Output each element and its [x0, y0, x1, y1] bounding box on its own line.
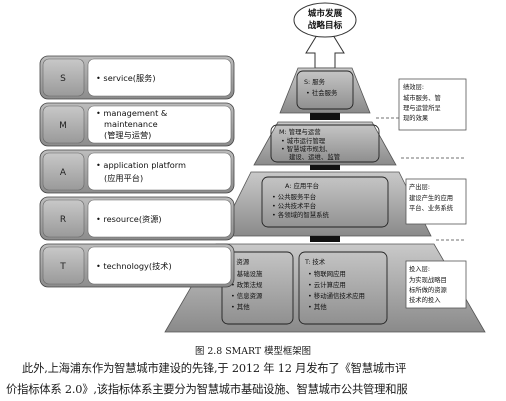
layer-m: M • management & maintenance (管理与运营): [39, 102, 235, 147]
body-text-line-1: 此外,上海浦东作为智慧城市建设的先锋,于 2012 年 12 月发布了《智慧城市…: [22, 362, 407, 375]
layer-letter: A: [60, 168, 67, 178]
layer-letter: R: [60, 215, 66, 225]
side-label-title: 产出层:: [409, 182, 430, 191]
figure-caption: 图 2.8 SMART 模型框架图: [194, 346, 312, 357]
side-label-line: 理与运营所呈: [403, 103, 441, 112]
layer-text-box: [87, 105, 232, 144]
side-label-title: 投入层:: [409, 264, 430, 273]
side-label-box-input: [405, 260, 467, 309]
side-label-line: 为实现战略目: [409, 275, 447, 284]
layer-text-box: [87, 58, 232, 97]
layer-letter-box: [42, 199, 85, 238]
side-label-title: 绩效层:: [403, 82, 424, 91]
side-label-box-output: [405, 178, 467, 225]
side-label-line: 建设产生的应用: [409, 193, 453, 202]
tier-m: [253, 121, 397, 166]
tier-t-box: [298, 251, 388, 325]
layer-text-box: [87, 246, 232, 285]
tier-m-title: M: 管理与运营: [279, 127, 321, 136]
tier-a: [218, 171, 432, 237]
connector-bar: [310, 236, 340, 242]
goal-ellipse: [293, 2, 357, 38]
tier-a-title: A: 应用平台: [285, 181, 319, 190]
tier-t-item: • 云计算应用: [308, 280, 346, 289]
tier-t-item: • 其他: [308, 302, 327, 311]
side-label-line: 现的效果: [403, 113, 429, 122]
tier-m-item: • 智慧城市规划、: [281, 144, 332, 153]
side-label-box-performance: [398, 78, 467, 131]
goal-line-2: 战略目标: [308, 19, 343, 31]
tier-s-title: S: 服务: [304, 77, 326, 86]
tier-r-item: • 基础设施: [231, 269, 263, 278]
layer-letter: S: [60, 74, 66, 84]
layer-a: A • application platform (应用平台): [39, 149, 235, 194]
tier-m-item: • 城市运行管理: [281, 136, 326, 145]
tier-m-box: [270, 124, 380, 163]
tier-a-item: • 各领域的智慧系统: [272, 210, 330, 219]
side-label-line: 技术的投入: [409, 295, 441, 304]
layer-text-box: [87, 152, 232, 191]
tier-s-item: • 社会服务: [306, 88, 338, 97]
layer-letter-box: [42, 105, 85, 144]
tier-s: [279, 67, 371, 114]
layer-letter-box: [42, 246, 85, 285]
tier-r-item: • 信息资源: [231, 291, 263, 300]
layer-text: • resource(资源): [96, 214, 162, 224]
tier-a-item: • 公共服务平台: [272, 192, 316, 201]
layer-letter-box: [42, 58, 85, 97]
tier-t-title: T: 技术: [304, 257, 326, 266]
layer-text-box: [87, 199, 232, 238]
tier-r-box: [221, 251, 294, 325]
tier-m-item: 建设、运维、监管: [289, 152, 340, 161]
connector-bar: [310, 165, 340, 170]
layer-text: • management &: [96, 108, 168, 118]
tier-a-item: • 公共技术平台: [272, 201, 316, 210]
smart-layer-list: S • service(服务) M • management & mainten…: [39, 55, 235, 288]
layer-text: • technology(技术): [96, 261, 172, 271]
tier-base: [164, 243, 486, 333]
pyramid: S: 服务 • 社会服务 M: 管理与运营 • 城市运行管理 • 智慧城市规划、…: [164, 67, 486, 333]
layer-text: • application platform: [96, 160, 186, 170]
side-labels: 绩效层: 城市服务、管 理与运营所呈 现的效果 产出层: 建设产生的应用 平台、…: [398, 78, 467, 309]
layer-letter-box: [42, 152, 85, 191]
side-label-line: 标所做的资源: [409, 285, 447, 294]
layer-t: T • technology(技术): [39, 243, 235, 288]
goal-group: 城市发展 战略目标: [293, 2, 357, 69]
side-label-line: 城市服务、管: [403, 93, 441, 102]
layer-text: • service(服务): [96, 73, 156, 83]
side-label-line: 平台、业务系统: [409, 203, 454, 212]
tier-s-box: [296, 70, 354, 110]
layer-letter: M: [59, 121, 67, 131]
layer-text: maintenance: [104, 119, 158, 129]
layer-text: (应用平台): [104, 173, 143, 183]
tier-t-item: • 物联网应用: [308, 269, 346, 278]
connector-bar: [310, 113, 340, 120]
tier-a-box: [261, 176, 389, 228]
smart-model-diagram: 城市发展 战略目标 S: 服务 • 社会服务 M: 管理与运营 • 城市运行管理…: [39, 2, 486, 333]
tier-r-title: R: 资源: [228, 257, 250, 266]
layer-text: (管理与运营): [104, 130, 151, 140]
goal-line-1: 城市发展: [308, 7, 343, 19]
body-text-line-2: 价指标体系 2.0》,该指标体系主要分为智慧城市基础设施、智慧城市公共管理和服: [6, 383, 408, 396]
layer-letter: T: [59, 262, 66, 272]
layer-r: R • resource(资源): [39, 196, 235, 241]
tier-t-item: • 移动通信技术应用: [308, 291, 365, 300]
tier-r-item: • 政策法规: [231, 280, 263, 289]
tier-r-item: • 其他: [231, 302, 250, 311]
layer-s: S • service(服务): [39, 55, 235, 100]
